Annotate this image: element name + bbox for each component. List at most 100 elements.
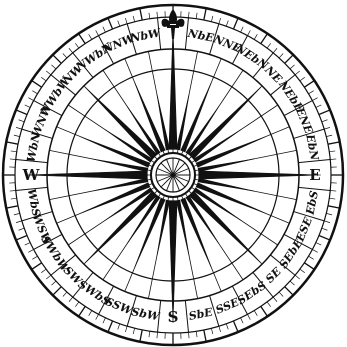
tick-mark	[32, 263, 42, 270]
tick-mark	[329, 151, 335, 152]
tick-mark	[133, 328, 134, 334]
tick-mark	[79, 306, 86, 316]
compass-hub	[151, 153, 195, 197]
tick-mark	[96, 314, 99, 319]
tick-mark	[304, 263, 314, 270]
tick-mark	[300, 269, 305, 273]
tick-mark	[16, 221, 22, 223]
point-label-wbs: WbS	[25, 188, 43, 218]
tick-mark	[6, 206, 18, 208]
tick-mark	[211, 328, 212, 334]
tick-mark	[188, 332, 189, 338]
tick-mark	[140, 8, 142, 20]
tick-mark	[28, 249, 33, 252]
tick-mark	[241, 318, 244, 323]
tick-mark	[96, 30, 99, 35]
tick-mark	[319, 110, 330, 115]
tick-mark	[326, 213, 332, 214]
tick-mark	[328, 206, 340, 208]
star-point	[25, 171, 147, 179]
label-divider	[298, 187, 330, 190]
tick-mark	[103, 27, 106, 32]
tick-mark	[11, 151, 17, 152]
tick-mark	[149, 331, 150, 337]
tick-mark	[285, 287, 293, 295]
tick-mark	[267, 302, 271, 307]
tick-mark	[261, 34, 268, 44]
tick-mark	[118, 324, 120, 330]
tick-mark	[16, 127, 22, 129]
tick-mark	[254, 34, 257, 39]
tick-mark	[14, 135, 20, 136]
tick-mark	[254, 311, 257, 316]
tick-mark	[53, 55, 61, 63]
tick-mark	[69, 48, 73, 53]
tick-mark	[118, 21, 120, 27]
tick-mark	[324, 127, 330, 129]
tick-mark	[324, 221, 330, 223]
tick-mark	[290, 281, 294, 285]
point-label-nbe: NbE	[186, 27, 216, 45]
tick-mark	[326, 135, 332, 136]
tick-mark	[69, 297, 73, 302]
tick-mark	[79, 34, 86, 44]
tick-mark	[290, 65, 294, 69]
tick-mark	[309, 256, 314, 259]
tick-mark	[211, 16, 212, 22]
tick-mark	[204, 8, 206, 20]
tick-mark	[63, 292, 67, 296]
tick-mark	[19, 228, 25, 230]
tick-mark	[41, 269, 46, 273]
tick-mark	[25, 243, 30, 246]
tick-mark	[63, 53, 67, 57]
tick-mark	[219, 326, 221, 332]
tick-mark	[41, 77, 46, 81]
tick-mark	[312, 249, 317, 252]
tick-mark	[330, 159, 336, 160]
tick-mark	[103, 318, 106, 323]
tick-mark	[285, 55, 293, 63]
tick-mark	[196, 13, 197, 19]
tick-mark	[279, 292, 283, 296]
tick-mark	[28, 98, 33, 101]
tick-mark	[295, 275, 300, 279]
tick-mark	[10, 159, 16, 160]
point-label-sebs: SEbS	[235, 279, 269, 308]
tick-mark	[89, 34, 92, 39]
tick-mark	[10, 190, 16, 191]
tick-mark	[312, 98, 317, 101]
tick-mark	[46, 275, 51, 279]
point-label-wsw: WSW	[30, 212, 55, 249]
tick-mark	[140, 330, 142, 342]
point-label-sbw: SbW	[130, 305, 162, 324]
tick-mark	[75, 302, 79, 307]
tick-mark	[247, 30, 250, 35]
point-label-sbe: SbE	[188, 305, 215, 323]
tick-mark	[133, 16, 134, 22]
tick-mark	[125, 326, 127, 332]
tick-mark	[304, 81, 314, 88]
tick-mark	[125, 18, 127, 24]
tick-mark	[267, 43, 271, 48]
tick-mark	[204, 330, 206, 342]
tick-mark	[309, 91, 314, 94]
point-label-ebn: EbN	[303, 132, 321, 162]
point-label-ebs: EbS	[303, 190, 321, 217]
tick-mark	[108, 18, 113, 29]
tick-mark	[188, 12, 189, 18]
tick-mark	[14, 213, 20, 214]
tick-mark	[226, 324, 228, 330]
hub-spokes	[156, 158, 190, 192]
tick-mark	[16, 235, 27, 240]
tick-mark	[149, 13, 150, 19]
tick-mark	[322, 228, 328, 230]
tick-mark	[233, 321, 238, 332]
point-label-nbw: NbW	[128, 26, 163, 45]
tick-mark	[273, 48, 277, 53]
point-label-s: S	[168, 308, 179, 326]
tick-mark	[295, 71, 300, 75]
tick-mark	[196, 331, 197, 337]
tick-mark	[300, 77, 305, 81]
tick-mark	[329, 198, 335, 199]
